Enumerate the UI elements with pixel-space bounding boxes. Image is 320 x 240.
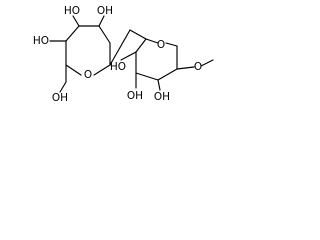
label-oh-bottom-right: OH — [154, 91, 170, 103]
bond-ring-right-top — [145, 38, 159, 44]
bond-spiro-ch2 — [109, 29, 131, 66]
bond-ch2-oh — [59, 81, 67, 93]
bond-ho-right — [120, 51, 137, 61]
bond-layer — [49, 15, 214, 93]
atom-label-layer: HO OH HO O OH HO O O OH OH — [33, 5, 202, 104]
bond-oh-bottom-right — [157, 79, 161, 91]
bond-ch2-ring — [129, 29, 147, 40]
bond-oh-top-left — [72, 15, 80, 27]
bond-methoxy-o — [176, 66, 195, 70]
bond-c6-o-left — [65, 64, 82, 76]
label-oh-bottom-left: OH — [127, 90, 143, 102]
label-oh-top-right: OH — [97, 5, 113, 17]
bond-methoxy-ch3 — [200, 59, 214, 67]
bond-ring-right-c3 — [135, 72, 159, 81]
bond-o-spiro — [93, 64, 111, 76]
bond-oh-top-right — [98, 15, 105, 27]
label-ho-right-ring: HO — [110, 61, 126, 73]
chemical-structure-diagram: HO OH HO O OH HO O O OH OH — [33, 5, 214, 104]
bond-ring-right-o — [165, 42, 178, 47]
bond-c2-c3-left — [98, 25, 111, 44]
label-methoxy-o: O — [194, 61, 202, 73]
label-oh-mid-left: HO — [33, 35, 49, 47]
label-oh-top-left: HO — [64, 5, 80, 17]
label-ring-o-right: O — [157, 39, 165, 51]
label-ch2oh: OH — [52, 92, 68, 104]
bond-ring-right-c2 — [157, 68, 178, 81]
bond-ring-right-c5 — [135, 38, 147, 53]
bond-c4-c5-left — [65, 25, 80, 42]
label-ring-o-left: O — [84, 69, 92, 81]
